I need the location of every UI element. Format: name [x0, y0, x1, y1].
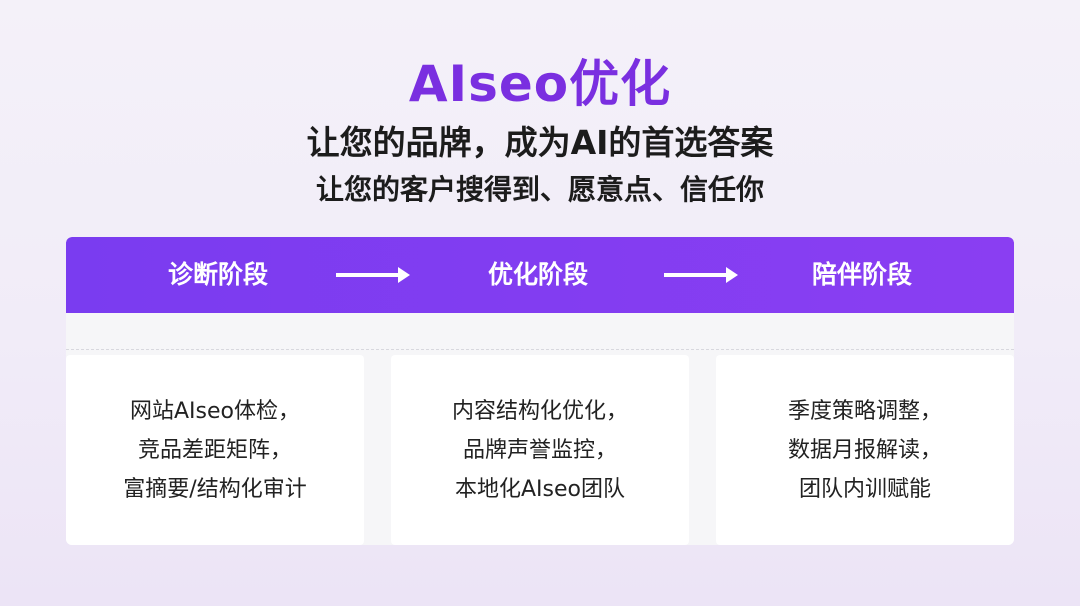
- stages-header-band: 诊断阶段 优化阶段 陪伴阶段: [66, 237, 1014, 313]
- stage-label-companion: 陪伴阶段: [811, 260, 912, 289]
- card-line: 品牌声誉监控，: [462, 437, 617, 463]
- card-line: 本地化AIseo团队: [455, 476, 625, 502]
- subtitle-secondary: 让您的客户搜得到、愿意点、信任你: [315, 173, 764, 206]
- subtitle-primary: 让您的品牌，成为AI的首选答案: [306, 123, 774, 162]
- card-line: 竞品差距矩阵，: [137, 437, 292, 463]
- card-line: 数据月报解读，: [787, 437, 942, 463]
- card-line: 季度策略调整，: [787, 398, 942, 424]
- card-line: 团队内训赋能: [798, 476, 931, 502]
- stage-label-optimization: 优化阶段: [487, 260, 588, 289]
- stage-label-diagnosis: 诊断阶段: [167, 260, 268, 289]
- stage-card-diagnosis: 网站AIseo体检， 竞品差距矩阵， 富摘要/结构化审计: [66, 355, 364, 545]
- stage-card-optimization: 内容结构化优化， 品牌声誉监控， 本地化AIseo团队: [391, 355, 689, 545]
- card-line: 网站AIseo体检，: [130, 398, 300, 424]
- stage-card-companion: 季度策略调整， 数据月报解读， 团队内训赋能: [716, 355, 1014, 545]
- arrow-right-icon: [664, 267, 738, 283]
- stages-panel: 诊断阶段 优化阶段 陪伴阶段 网站AIseo体检， 竞品差距矩阵， 富摘要/结构…: [66, 237, 1014, 545]
- dashed-divider: [66, 349, 1014, 350]
- page-title: AIseo优化: [408, 55, 672, 113]
- card-line: 富摘要/结构化审计: [123, 476, 307, 502]
- card-line: 内容结构化优化，: [451, 398, 628, 424]
- arrow-right-icon: [336, 267, 410, 283]
